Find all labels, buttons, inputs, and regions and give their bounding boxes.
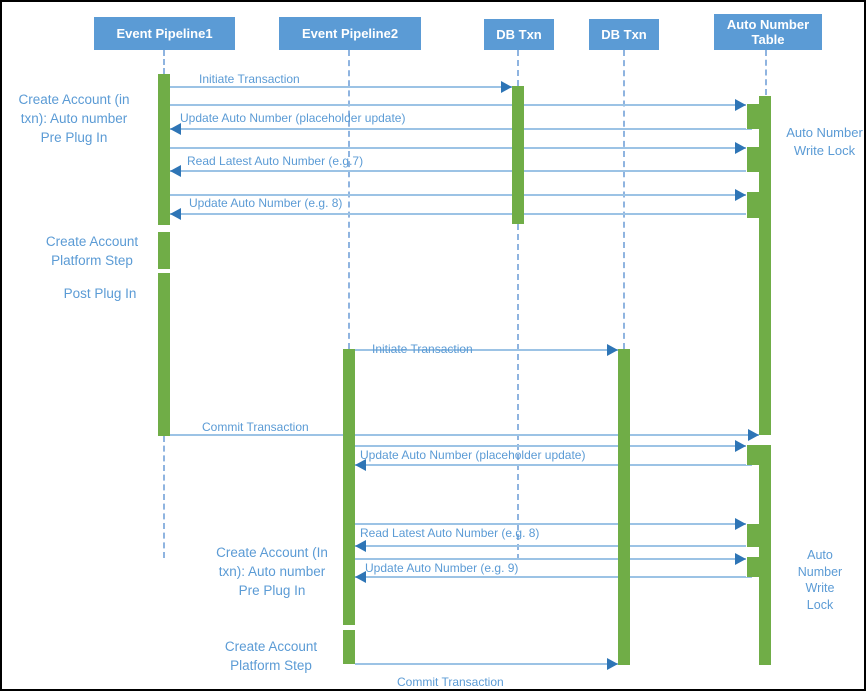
write-lock-bar — [746, 104, 759, 129]
message-line — [170, 86, 512, 88]
write-lock-bar — [746, 524, 759, 547]
label-create-account-platform-step-1: Create Account Platform Step — [45, 234, 139, 268]
actor-event-pipeline1: Event Pipeline1 — [94, 17, 235, 50]
message-arrowhead-icon — [748, 429, 759, 441]
message-arrowhead-icon — [607, 658, 618, 670]
message-arrowhead-icon — [170, 123, 181, 135]
activation-bar-event-pipeline1 — [158, 232, 170, 269]
message-line — [355, 576, 752, 578]
message-arrowhead-icon — [607, 344, 618, 356]
message-arrowhead-icon — [170, 165, 181, 177]
message-line — [355, 445, 746, 447]
write-lock-bar — [746, 192, 759, 218]
message-arrowhead-icon — [735, 553, 746, 565]
actor-db-txn-1: DB Txn — [484, 19, 554, 50]
message-label: Read Latest Auto Number (e.g. 8) — [360, 526, 540, 540]
message-label: Update Auto Number (e.g. 8) — [189, 196, 343, 210]
activation-bar-event-pipeline2 — [343, 349, 355, 625]
activation-bar-event-pipeline2 — [343, 630, 355, 664]
lifeline-auto-number-table — [765, 50, 767, 95]
lifeline-event-pipeline2 — [348, 50, 350, 349]
message-label: Initiate Transaction — [199, 72, 300, 86]
label-auto-number-write-lock-bottom: Auto Number Write Lock — [797, 548, 843, 612]
label-post-plug-in: Post Plug In — [63, 286, 137, 301]
message-arrowhead-icon — [735, 142, 746, 154]
message-arrowhead-icon — [735, 518, 746, 530]
message-label: Update Auto Number (placeholder update) — [180, 111, 406, 125]
activation-bar-auto-number-table — [759, 96, 771, 435]
activation-bar-event-pipeline1 — [158, 74, 170, 225]
message-label: Initiate Transaction — [372, 342, 473, 356]
activation-bar-db-txn-2 — [618, 349, 630, 665]
actor-auto-number-table: Auto Number Table — [714, 14, 822, 50]
message-label: Read Latest Auto Number (e.g.7) — [187, 154, 364, 168]
message-line — [355, 523, 746, 525]
message-line — [355, 545, 752, 547]
message-arrowhead-icon — [170, 208, 181, 220]
lifeline-event-pipeline1 — [163, 50, 165, 74]
message-arrowhead-icon — [355, 571, 366, 583]
lifeline-db-txn-1 — [517, 224, 519, 560]
message-line — [170, 104, 746, 106]
lifeline-db-txn-1 — [517, 50, 519, 86]
message-line — [355, 663, 618, 665]
label-create-account-pre-plugin-2: Create Account (In txn): Auto number Pre… — [216, 545, 328, 598]
message-line — [170, 213, 752, 215]
message-arrowhead-icon — [735, 440, 746, 452]
actor-db-txn-2: DB Txn — [589, 19, 659, 50]
message-label: Update Auto Number (placeholder update) — [360, 448, 586, 462]
activation-bar-auto-number-table — [759, 445, 771, 665]
label-auto-number-write-lock-top: Auto Number Write Lock — [786, 125, 863, 158]
write-lock-bar — [746, 147, 759, 172]
message-arrowhead-icon — [355, 459, 366, 471]
activation-bar-db-txn-1 — [512, 86, 524, 224]
message-arrowhead-icon — [355, 540, 366, 552]
message-label: Commit Transaction — [202, 420, 309, 434]
message-line — [355, 558, 746, 560]
message-line — [170, 194, 746, 196]
write-lock-bar — [746, 557, 759, 577]
message-label: Commit Transaction — [397, 675, 504, 689]
message-line — [170, 434, 759, 436]
label-create-account-pre-plugin-1: Create Account (in txn): Auto number Pre… — [18, 92, 130, 145]
label-create-account-platform-step-2: Create Account Platform Step — [224, 639, 318, 673]
lifeline-db-txn-2 — [623, 50, 625, 349]
message-line — [170, 128, 752, 130]
message-arrowhead-icon — [501, 81, 512, 93]
activation-bar-event-pipeline1 — [158, 273, 170, 436]
message-arrowhead-icon — [735, 189, 746, 201]
actor-event-pipeline2: Event Pipeline2 — [279, 17, 421, 50]
message-label: Update Auto Number (e.g. 9) — [365, 561, 519, 575]
message-arrowhead-icon — [735, 99, 746, 111]
write-lock-bar — [746, 445, 759, 465]
message-line — [170, 170, 752, 172]
message-line — [355, 349, 618, 351]
message-line — [170, 147, 746, 149]
message-line — [355, 464, 752, 466]
lifeline-event-pipeline1 — [163, 436, 165, 558]
